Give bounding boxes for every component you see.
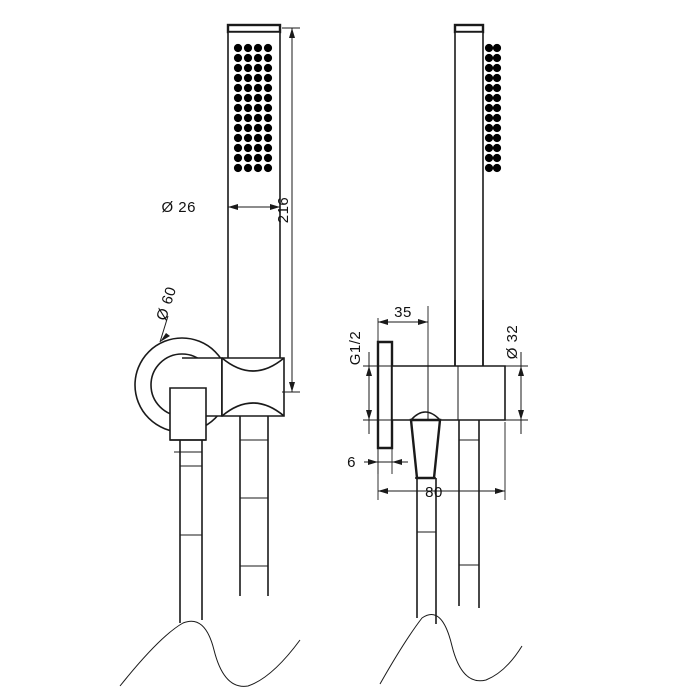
arrowhead-d26-left: [228, 204, 238, 210]
handset-top-cap: [226, 23, 282, 34]
arrowhead-d32-top: [518, 366, 524, 376]
arrowhead-6-left: [368, 459, 378, 465]
arrowhead-g12-bottom: [366, 410, 372, 420]
spray-face-dot-matrix: [233, 43, 273, 173]
label-bracket-projection: 35: [394, 304, 412, 321]
hose-nut-dome: [410, 411, 441, 421]
label-overall-width: 80: [425, 484, 443, 501]
hose-nut-front: [169, 387, 207, 453]
wall-flange-side: [376, 340, 394, 450]
handset-stem-front: [239, 392, 269, 596]
handset-front: [226, 23, 282, 393]
wall-outlet-elbow: [391, 300, 506, 421]
cradle-bottom-scallop: [221, 402, 285, 417]
arrowhead-d32-bottom: [518, 410, 524, 420]
arrowhead-216-bottom: [289, 382, 295, 392]
handset-side: [453, 23, 502, 369]
dimension-handset-length: 216: [275, 27, 300, 393]
hose-nut-body: [169, 387, 207, 441]
dimension-overall-width: 80: [377, 422, 506, 501]
arrowhead-6-right: [392, 459, 402, 465]
label-handset-length: 216: [275, 197, 292, 224]
elbow-body: [391, 365, 506, 421]
hose-curve-front: [119, 620, 301, 687]
arrowhead-35-left: [378, 319, 388, 325]
arrowhead-35-right: [418, 319, 428, 325]
arrowhead-216-top: [289, 28, 295, 38]
hose-curve-side: [379, 614, 523, 685]
dimension-bracket-projection: 35: [377, 304, 429, 366]
arrowhead-80-left: [378, 488, 388, 494]
handset-side-barrel: [454, 31, 484, 369]
cradle-body: [221, 357, 285, 417]
label-flange-thickness: 6: [347, 454, 356, 471]
hose-nut-side: [409, 411, 442, 480]
side-view-group: 35 G1/2 6 Ø 32: [347, 23, 528, 685]
label-thread-size: G1/2: [347, 331, 364, 366]
wall-flange-plate: [376, 340, 394, 450]
dimension-handset-diameter: Ø 26: [161, 175, 281, 216]
label-outlet-diameter: Ø 32: [504, 325, 521, 360]
handset-cradle-front: [221, 357, 285, 417]
leader-line-d60: [159, 315, 169, 343]
arrowhead-g12-top: [366, 366, 372, 376]
spray-face-dots-side: [484, 43, 502, 173]
flexible-hose-side: [416, 478, 437, 624]
dimension-thread-size: G1/2: [347, 331, 392, 434]
hose-nut-cone: [409, 418, 442, 480]
arrowhead-80-right: [495, 488, 505, 494]
handset-side-top-cap: [453, 23, 485, 34]
dimension-outlet-diameter: Ø 32: [504, 325, 528, 434]
label-handset-diameter: Ø 26: [161, 199, 196, 216]
flexible-hose-front: [179, 440, 203, 623]
cradle-top-scallop: [221, 357, 285, 372]
arrowhead-d26-right: [270, 204, 280, 210]
arrowhead-d60: [160, 333, 170, 342]
